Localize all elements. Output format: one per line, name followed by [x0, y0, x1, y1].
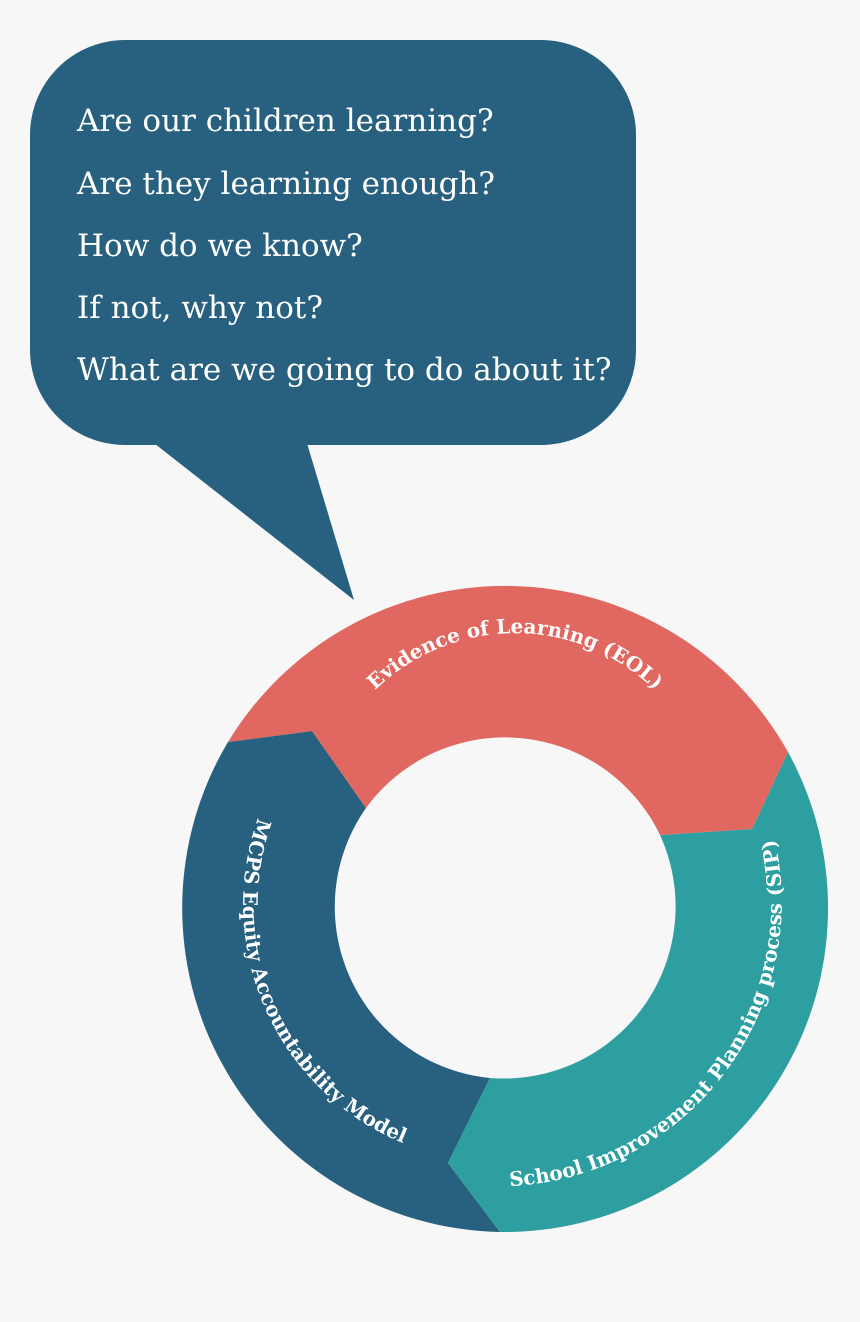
speech-bubble-tail	[150, 440, 354, 600]
question-5: What are we going to do about it?	[77, 352, 612, 388]
question-2: Are they learning enough?	[76, 166, 495, 202]
cycle-ring	[182, 585, 829, 1233]
ring-segment-equity-accountability	[182, 731, 501, 1232]
speech-bubble: Are our children learning? Are they lear…	[30, 40, 636, 600]
question-1: Are our children learning?	[76, 103, 494, 139]
ring-segment-school-improvement	[448, 752, 829, 1233]
question-3: How do we know?	[77, 228, 363, 264]
speech-bubble-body	[30, 40, 636, 445]
ring-segment-evidence-of-learning	[228, 585, 788, 835]
question-4: If not, why not?	[77, 290, 323, 326]
